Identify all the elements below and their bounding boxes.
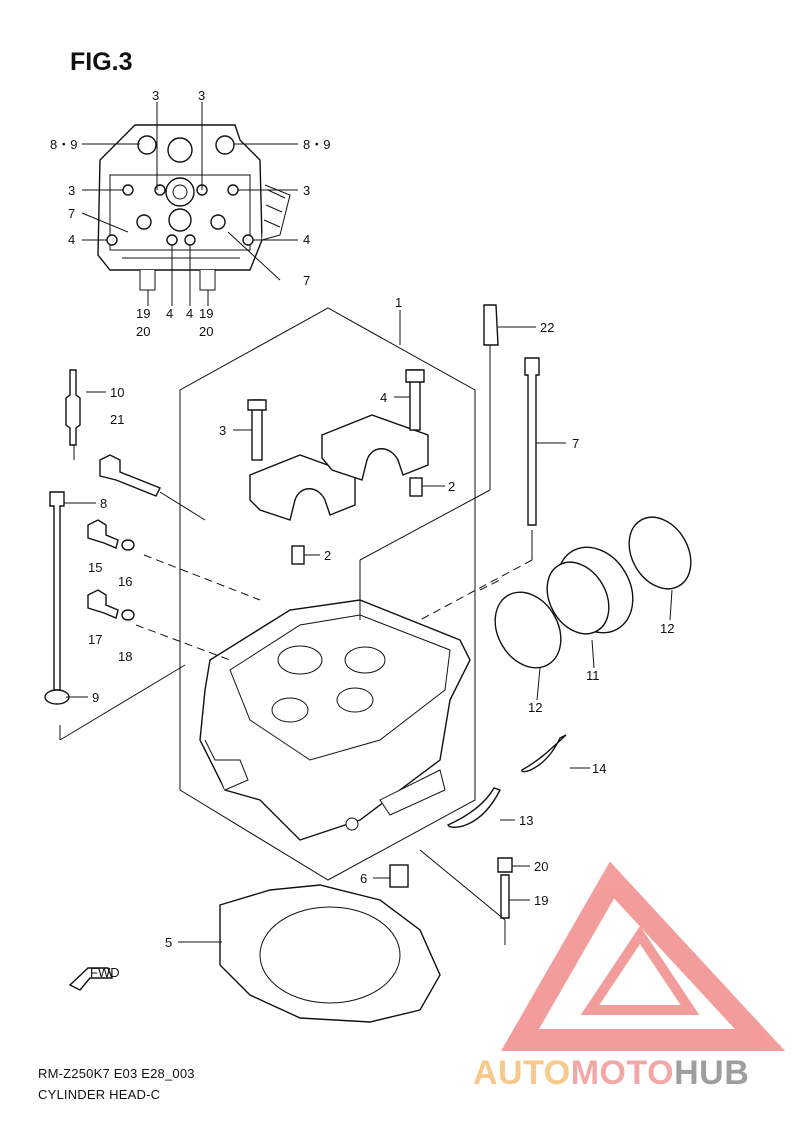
callout-14: 14 [592,761,606,776]
top-view-leaders [81,102,298,306]
model-code-caption: RM-Z250K7 E03 E28_003 [38,1066,195,1081]
stud [483,304,499,346]
spark-plug [65,369,81,446]
figure-title: FIG.3 [70,48,133,76]
callout-3: 3 [219,423,226,438]
cylinder-head-assembly-outline [179,307,476,881]
stud-bolt [524,357,540,526]
bolt [87,589,119,619]
fwd-arrow: FWD [68,965,120,991]
callout-22: 22 [540,320,554,335]
callout-11: 11 [586,668,600,683]
dowel-pin [389,864,409,888]
dowel-pin [409,477,423,497]
watermark-hub: HUB [674,1054,750,1092]
long-bolt [49,491,65,691]
dowel-pin [291,545,305,565]
head-top-view [97,124,291,291]
stud [500,874,510,919]
callout-21: 21 [110,412,124,427]
callout-9: 9 [92,690,99,705]
callout-4: 4 [380,390,387,405]
callout-8-9: 8・9 [303,137,330,152]
callout-3: 3 [303,183,310,198]
callout-20: 20 [136,324,150,339]
bolt [99,454,161,497]
svg-text:FWD: FWD [90,965,120,980]
camshaft-caps [247,369,429,521]
washer [44,689,70,705]
callout-2: 2 [448,479,455,494]
callout-7: 7 [68,206,75,221]
callout-17: 17 [88,632,102,647]
callout-19: 19 [136,306,150,321]
watermark-auto: AUTO [473,1054,571,1092]
callout-4: 4 [186,306,193,321]
watermark-text: AUTOMOTOHUB [473,1054,749,1093]
callout-8: 8 [100,496,107,511]
callout-5: 5 [165,935,172,950]
callout-4: 4 [166,306,173,321]
retainer [521,734,567,773]
callout-3: 3 [68,183,75,198]
clamp [628,516,692,590]
callout-4: 4 [303,232,310,247]
callout-19: 19 [534,893,548,908]
callout-3: 3 [152,88,159,103]
intake-pipe-inner [546,561,610,635]
callout-19: 19 [199,306,213,321]
section-caption: CYLINDER HEAD-C [38,1087,161,1102]
main-leaders [59,326,673,945]
nut [497,857,513,873]
callout-10: 10 [110,385,124,400]
callout-20: 20 [534,859,548,874]
callout-6: 6 [360,871,367,886]
callout-7: 7 [303,273,310,288]
callout-4: 4 [68,232,75,247]
callout-18: 18 [118,649,132,664]
callout-7: 7 [572,436,579,451]
bolt [87,519,119,549]
washer [121,609,135,621]
callout-13: 13 [519,813,533,828]
callout-12: 12 [528,700,542,715]
washer [121,539,135,551]
callout-2: 2 [324,548,331,563]
callout-20: 20 [199,324,213,339]
callout-3: 3 [198,88,205,103]
retainer [447,787,501,828]
watermark-moto: MOTO [570,1054,675,1092]
callout-16: 16 [118,574,132,589]
clamp [494,591,562,669]
cylinder-head-body [199,599,471,841]
callout-12: 12 [660,621,674,636]
watermark-logo [500,861,786,1051]
callout-8-9: 8・9 [50,137,77,152]
callout-1: 1 [395,295,402,310]
callout-15: 15 [88,560,102,575]
